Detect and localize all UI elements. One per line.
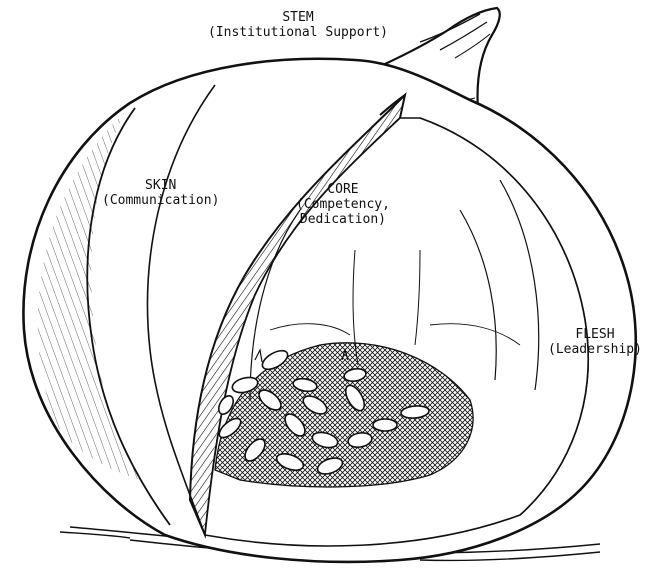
seed <box>373 419 397 431</box>
label-core: CORE (Competency, Dedication) <box>296 182 390 227</box>
label-skin-subtitle: (Communication) <box>102 193 219 208</box>
label-skin: SKIN (Communication) <box>102 178 219 208</box>
label-flesh-title: FLESH <box>548 327 642 342</box>
label-core-title: CORE <box>296 182 390 197</box>
label-stem: STEM (Institutional Support) <box>208 10 388 40</box>
label-flesh-subtitle: (Leadership) <box>548 342 642 357</box>
label-stem-title: STEM <box>208 10 388 25</box>
label-skin-title: SKIN <box>102 178 219 193</box>
label-flesh: FLESH (Leadership) <box>548 327 642 357</box>
label-core-line2: (Competency, <box>296 197 390 212</box>
label-stem-subtitle: (Institutional Support) <box>208 25 388 40</box>
label-core-line3: Dedication) <box>296 212 390 227</box>
